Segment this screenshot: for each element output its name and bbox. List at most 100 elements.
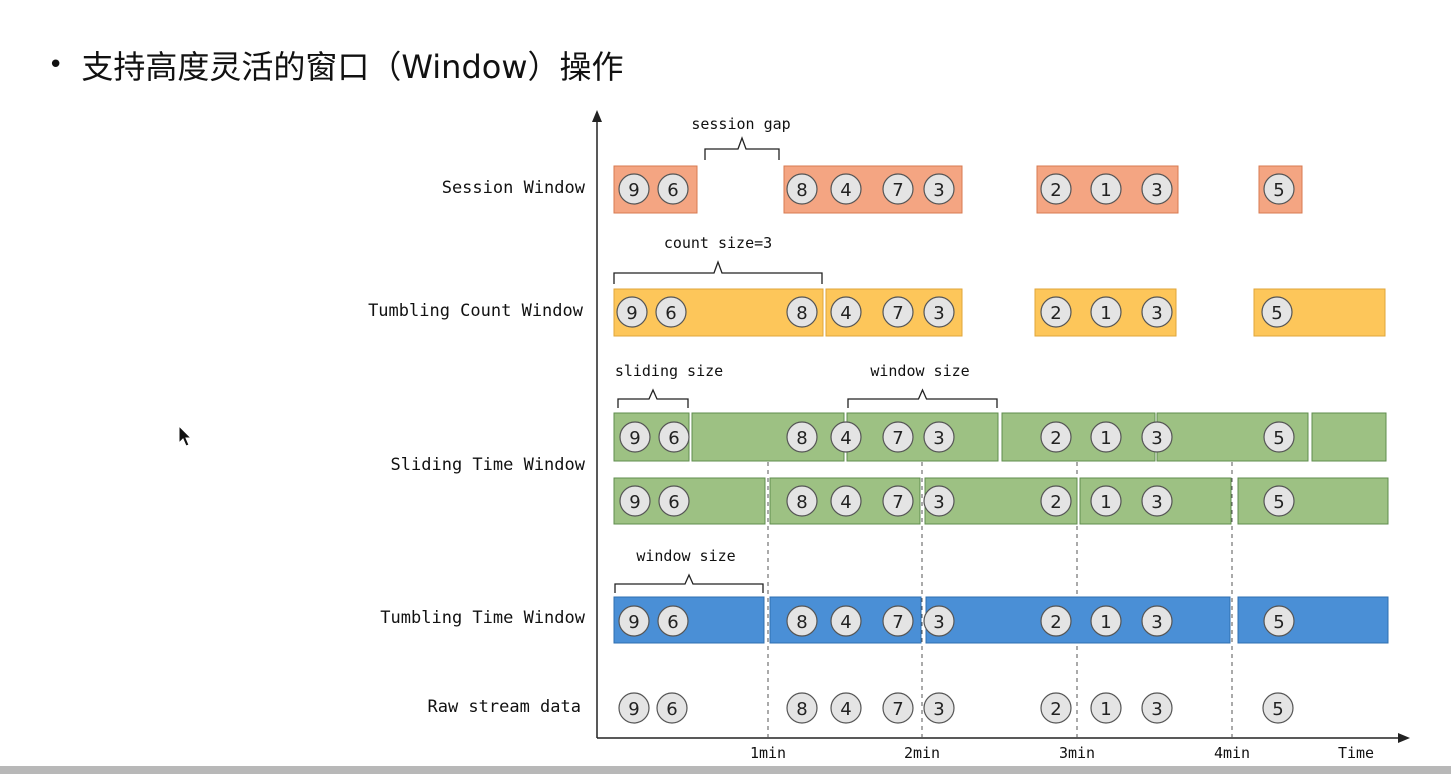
window-bar-tumbling-count xyxy=(613,288,824,337)
svg-text:4: 4 xyxy=(840,180,851,201)
svg-text:8: 8 xyxy=(796,180,807,201)
event-marker: 4 xyxy=(830,173,862,205)
svg-text:3: 3 xyxy=(933,699,944,720)
svg-text:1: 1 xyxy=(1100,180,1111,201)
svg-text:4: 4 xyxy=(840,492,851,513)
svg-text:3: 3 xyxy=(933,180,944,201)
svg-text:3: 3 xyxy=(933,428,944,449)
annotation-session-gap: session gap xyxy=(691,115,790,133)
svg-text:7: 7 xyxy=(892,428,903,449)
event-marker: 2 xyxy=(1040,173,1072,205)
event-marker: 3 xyxy=(923,485,955,517)
event-marker: 7 xyxy=(882,485,914,517)
event-marker: 1 xyxy=(1090,296,1122,328)
event-marker: 1 xyxy=(1090,692,1122,724)
event-marker: 9 xyxy=(618,173,650,205)
x-tick-3min: 3min xyxy=(1059,744,1095,762)
event-marker: 3 xyxy=(1141,605,1173,637)
event-marker: 8 xyxy=(786,485,818,517)
svg-text:5: 5 xyxy=(1273,492,1284,513)
svg-text:2: 2 xyxy=(1050,180,1061,201)
svg-text:9: 9 xyxy=(628,699,639,720)
svg-text:9: 9 xyxy=(626,303,637,324)
x-axis-label-time: Time xyxy=(1338,744,1374,762)
window-bar-sliding-time xyxy=(1237,477,1389,525)
svg-text:7: 7 xyxy=(892,699,903,720)
window-bar-sliding-time xyxy=(691,412,845,462)
row-label-sliding-time-window: Sliding Time Window xyxy=(391,455,586,475)
svg-text:9: 9 xyxy=(628,180,639,201)
svg-text:7: 7 xyxy=(892,492,903,513)
svg-text:5: 5 xyxy=(1273,180,1284,201)
svg-text:7: 7 xyxy=(892,303,903,324)
event-marker: 5 xyxy=(1262,692,1294,724)
svg-text:6: 6 xyxy=(667,180,678,201)
event-marker: 3 xyxy=(923,692,955,724)
event-marker: 4 xyxy=(830,421,862,453)
event-marker: 6 xyxy=(655,296,687,328)
svg-text:9: 9 xyxy=(628,612,639,633)
brace-session-gap xyxy=(704,136,780,160)
event-marker: 3 xyxy=(1141,421,1173,453)
svg-text:8: 8 xyxy=(796,612,807,633)
svg-text:2: 2 xyxy=(1050,699,1061,720)
window-bar-sliding-time xyxy=(846,412,999,462)
svg-text:4: 4 xyxy=(840,303,851,324)
svg-text:7: 7 xyxy=(892,612,903,633)
x-tick-1min: 1min xyxy=(750,744,786,762)
svg-text:5: 5 xyxy=(1273,612,1284,633)
annotation-window-size-sliding: window size xyxy=(870,362,969,380)
event-marker: 6 xyxy=(657,605,689,637)
svg-text:1: 1 xyxy=(1100,492,1111,513)
svg-text:9: 9 xyxy=(629,492,640,513)
event-marker: 8 xyxy=(786,173,818,205)
event-marker: 6 xyxy=(658,485,690,517)
svg-text:2: 2 xyxy=(1050,492,1061,513)
event-marker: 1 xyxy=(1090,173,1122,205)
svg-text:3: 3 xyxy=(1151,492,1162,513)
event-marker: 7 xyxy=(882,692,914,724)
svg-text:4: 4 xyxy=(840,612,851,633)
svg-text:3: 3 xyxy=(1151,699,1162,720)
event-marker: 3 xyxy=(923,173,955,205)
bottom-scrollbar-strip xyxy=(0,766,1451,774)
event-marker: 8 xyxy=(786,421,818,453)
brace-window-size-sliding xyxy=(847,388,998,408)
event-marker: 5 xyxy=(1261,296,1293,328)
svg-text:3: 3 xyxy=(1151,180,1162,201)
event-marker: 9 xyxy=(619,485,651,517)
svg-text:6: 6 xyxy=(668,428,679,449)
window-bar-tumbling-time xyxy=(1237,596,1389,644)
event-marker: 8 xyxy=(786,605,818,637)
brace-window-size-tumbling xyxy=(614,573,764,593)
event-marker: 3 xyxy=(1141,296,1173,328)
event-marker: 1 xyxy=(1090,421,1122,453)
brace-sliding-size xyxy=(617,388,689,408)
event-marker: 4 xyxy=(830,485,862,517)
event-marker: 6 xyxy=(657,173,689,205)
svg-text:3: 3 xyxy=(933,492,944,513)
svg-text:2: 2 xyxy=(1050,612,1061,633)
svg-text:4: 4 xyxy=(840,699,851,720)
svg-text:8: 8 xyxy=(796,492,807,513)
event-marker: 4 xyxy=(830,605,862,637)
svg-text:3: 3 xyxy=(1151,428,1162,449)
x-tick-4min: 4min xyxy=(1214,744,1250,762)
slide-heading: • 支持高度灵活的窗口（Window）操作 xyxy=(48,42,624,88)
event-marker: 2 xyxy=(1040,421,1072,453)
svg-text:6: 6 xyxy=(665,303,676,324)
event-marker: 9 xyxy=(618,692,650,724)
row-label-tumbling-count-window: Tumbling Count Window xyxy=(368,301,584,321)
event-marker: 5 xyxy=(1263,421,1295,453)
event-marker: 7 xyxy=(882,296,914,328)
event-marker: 6 xyxy=(658,421,690,453)
svg-text:6: 6 xyxy=(666,699,677,720)
event-marker: 2 xyxy=(1040,692,1072,724)
row-label-raw-stream-data: Raw stream data xyxy=(427,697,581,717)
row-label-tumbling-time-window: Tumbling Time Window xyxy=(380,608,585,628)
event-marker: 3 xyxy=(1141,173,1173,205)
event-marker: 4 xyxy=(830,692,862,724)
event-marker: 6 xyxy=(656,692,688,724)
event-marker: 5 xyxy=(1263,173,1295,205)
